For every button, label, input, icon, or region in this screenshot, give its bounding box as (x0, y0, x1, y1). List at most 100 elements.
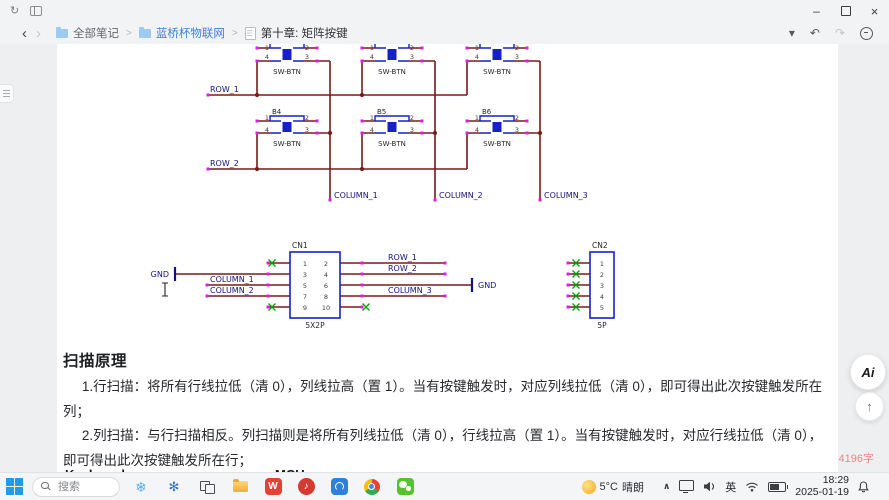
search-input[interactable] (56, 479, 106, 494)
word-count: 4196字 (838, 453, 874, 465)
wps-icon: W (264, 478, 282, 495)
connector-type: 5X2P (305, 321, 325, 330)
note-canvas[interactable]: ROW_1 ROW_2 COLUMN_1 COLUMN_2 COLUMN_3 C… (57, 44, 838, 472)
system-tray: 5°C 晴朗 ∧ 英 18:29 2025-01-19 (581, 474, 884, 498)
collapse-icon[interactable]: ▾ (788, 26, 795, 40)
designator: B4 (272, 108, 282, 116)
document-icon (244, 26, 256, 40)
net-label-column3: COLUMN_3 (388, 286, 432, 295)
forward-button[interactable]: › (36, 24, 41, 42)
part-label: SW-BTN (378, 140, 406, 148)
snowflake-icon: ❄ (135, 478, 147, 495)
breadcrumb-separator: > (231, 27, 238, 39)
wires (175, 47, 590, 308)
svg-text:3: 3 (515, 126, 519, 134)
breadcrumb-all-notes[interactable]: 全部笔记 (73, 28, 119, 40)
section-heading[interactable]: 扫描原理 (63, 353, 128, 370)
wifi-icon[interactable] (745, 481, 759, 492)
asterisk-icon: ✻ (168, 479, 180, 494)
svg-text:2: 2 (305, 114, 309, 122)
redo-icon[interactable]: ↷ (834, 26, 845, 40)
svg-text:5: 5 (600, 304, 604, 312)
part-label: SW-BTN (378, 68, 406, 76)
svg-text:3: 3 (410, 126, 414, 134)
breadcrumb-notebook[interactable]: 蓝桥杯物联网 (155, 28, 225, 40)
svg-text:2: 2 (305, 44, 309, 52)
svg-text:4: 4 (475, 126, 479, 134)
nav-bar: ‹ › 全部笔记 > 蓝桥杯物联网 > 第十章: 矩阵按键 ▾ ↶ ↷ (0, 22, 889, 45)
text-cursor (162, 282, 168, 297)
sidebar-toggle[interactable] (0, 84, 14, 103)
svg-text:1: 1 (265, 44, 269, 52)
ai-assistant-button[interactable]: Ai (850, 354, 886, 390)
task-view-button[interactable] (195, 474, 219, 499)
chrome-button[interactable] (360, 474, 384, 499)
part-label: SW-BTN (273, 140, 301, 148)
taskbar-search[interactable] (32, 476, 120, 497)
app-titlebar: ↻ – × (0, 0, 889, 22)
svg-text:2: 2 (410, 114, 414, 122)
connector-type: 5P (597, 321, 607, 330)
note-body[interactable]: 1.行扫描：将所有行线拉低（清 0），列线拉高（置 1）。当有按键触发时，对应列… (63, 375, 826, 472)
clipped-caption-keyboard: Keyboard (65, 467, 125, 472)
undo-icon[interactable]: ↶ (809, 26, 820, 40)
file-explorer-button[interactable] (228, 474, 252, 499)
window-layout-icon[interactable] (30, 6, 43, 16)
svg-text:2: 2 (324, 260, 328, 268)
hidden-icons-chevron[interactable]: ∧ (662, 481, 671, 491)
svg-text:2: 2 (515, 114, 519, 122)
part-label: SW-BTN (483, 140, 511, 148)
paragraph-col-scan[interactable]: 2.列扫描：与行扫描相反。列扫描则是将所有列线拉低（清 0），行线拉高（置 1）… (63, 428, 823, 468)
blue-app-button[interactable] (327, 474, 351, 499)
weather-widget[interactable]: 5°C 晴朗 (581, 479, 644, 495)
display-icon[interactable] (679, 479, 695, 493)
gnd-label: GND (478, 281, 496, 290)
maximize-button[interactable] (831, 0, 860, 22)
clock-time: 18:29 (822, 474, 849, 486)
svg-text:3: 3 (305, 53, 309, 61)
svg-text:4: 4 (370, 126, 374, 134)
battery-icon[interactable] (768, 481, 789, 492)
music-app-button[interactable]: ♪ (294, 474, 318, 499)
breadcrumb-current-note[interactable]: 第十章: 矩阵按键 (260, 28, 348, 40)
svg-text:4: 4 (265, 53, 269, 61)
weather-desc: 晴朗 (621, 481, 644, 494)
svg-text:10: 10 (322, 304, 330, 312)
net-label-row1: ROW_1 (388, 253, 417, 262)
asterisk-app-icon[interactable]: ✻ (162, 474, 186, 499)
input-language-indicator[interactable]: 英 (725, 481, 737, 494)
notification-bell-icon[interactable] (858, 480, 869, 493)
sync-icon[interactable]: ↻ (10, 4, 20, 17)
part-label: SW-BTN (483, 68, 511, 76)
wechat-icon (396, 478, 414, 495)
minimize-button[interactable]: – (813, 4, 820, 18)
close-button[interactable]: × (870, 3, 879, 19)
svg-text:8: 8 (324, 293, 328, 301)
wechat-button[interactable] (393, 474, 417, 499)
clock[interactable]: 18:29 2025-01-19 (795, 474, 849, 498)
net-label-column1: COLUMN_1 (334, 191, 378, 200)
net-label-column2: COLUMN_2 (439, 191, 483, 200)
workspace: ROW_1 ROW_2 COLUMN_1 COLUMN_2 COLUMN_3 C… (0, 44, 889, 472)
snowflake-app-icon[interactable]: ❄ (129, 474, 153, 499)
volume-icon[interactable] (703, 481, 716, 492)
chrome-icon (364, 478, 380, 495)
paragraph-row-scan[interactable]: 1.行扫描：将所有行线拉低（清 0），列线拉高（置 1）。当有按键触发时，对应列… (63, 379, 823, 419)
svg-text:6: 6 (324, 282, 328, 290)
sync-status-icon[interactable] (860, 26, 873, 40)
svg-text:3: 3 (305, 126, 309, 134)
back-button[interactable]: ‹ (22, 24, 27, 42)
back-to-top-button[interactable]: ↑ (855, 392, 884, 421)
start-button[interactable] (6, 478, 23, 495)
wps-app-button[interactable]: W (261, 474, 285, 499)
task-view-icon (200, 480, 215, 494)
component-labels: B4 B5 B6 SW-BTN SW-BTN SW-BTN SW-BTN SW-… (272, 68, 608, 330)
breadcrumb: 全部笔记 > 蓝桥杯物联网 > 第十章: 矩阵按键 (56, 25, 348, 41)
connectors (289, 251, 615, 319)
folder-icon (138, 26, 151, 38)
svg-text:3: 3 (515, 53, 519, 61)
schematic-figure[interactable]: ROW_1 ROW_2 COLUMN_1 COLUMN_2 COLUMN_3 C… (140, 44, 700, 340)
svg-text:2: 2 (515, 44, 519, 52)
svg-text:9: 9 (303, 304, 307, 312)
